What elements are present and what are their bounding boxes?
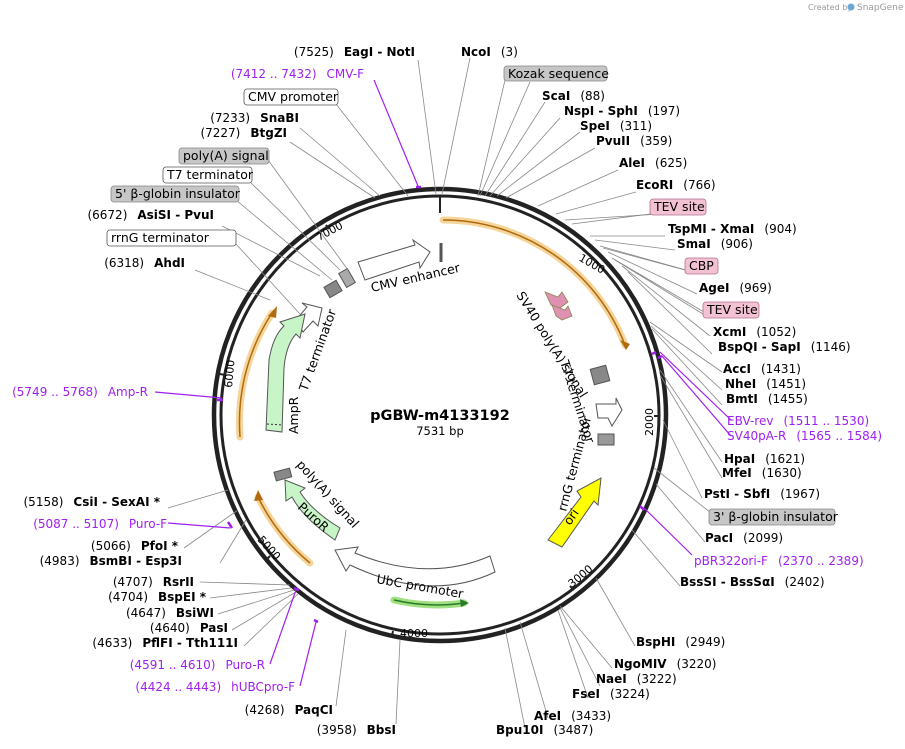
leader-lines-left [167, 59, 437, 725]
box-kozak: Kozak sequence [503, 65, 609, 82]
feature-ampr [265, 313, 306, 433]
box-rrng-term-text: rrnG terminator [111, 230, 210, 245]
orf-arcs [235, 216, 630, 609]
site-label: HpaI(1621) [724, 452, 805, 466]
primer-ebv-rev: EBV-rev(1511 .. 1530) [727, 414, 869, 428]
site-label: (5158)CsiI - SexAI * [24, 495, 161, 509]
site-label: Bpu10I(3487) [496, 723, 593, 737]
feature-cmv-enhancer [357, 238, 431, 281]
site-label: AccI(1431) [723, 362, 801, 376]
site-label: NheI(1451) [725, 377, 806, 391]
site-label: SmaI(906) [677, 237, 753, 251]
box-cmv-promoter: CMV promoter [243, 88, 339, 106]
box-tev1-text: TEV site [653, 199, 705, 214]
label-ampr: AmpR [286, 396, 301, 434]
site-label: BssSI - BssSαI(2402) [680, 575, 825, 589]
box-tev2-text: TEV site [706, 302, 758, 317]
box-polya-signal-text: poly(A) signal [183, 148, 269, 163]
primer-hubcpro-f: (4424 .. 4443)hUBCpro-F [135, 680, 295, 694]
created-by-text: Created by [808, 3, 852, 12]
site-label: (4704)BspEI * [108, 590, 207, 604]
tick-4000: 4000 [400, 627, 428, 640]
site-label: (4647)BsiWI [126, 606, 214, 620]
feature-right-terminators [589, 364, 623, 446]
primer-amp-r: (5749 .. 5768)Amp-R [12, 385, 148, 399]
plasmid-name: pGBW-m4133192 [370, 408, 510, 424]
site-label: NgoMIV(3220) [614, 657, 716, 671]
site-label: (4633)PflFI - Tth111I [92, 636, 238, 650]
site-label: (6318)AhdI [104, 256, 185, 270]
snapgene-logo: SnapGene [847, 3, 904, 13]
box-t7-term-text: T7 terminator [166, 167, 254, 182]
site-label: (6672)AsiSI - PvuI [87, 208, 214, 222]
box-tev2: TEV site [702, 301, 760, 319]
site-label: (7525)EagI - NotI [294, 45, 415, 59]
site-label: SpeI(311) [580, 119, 652, 133]
site-label: NaeI(3222) [596, 672, 677, 686]
feature-puror [273, 467, 341, 541]
right-sites: NcoI(3) ScaI(88) NspI - SphI(197) SpeI(3… [461, 45, 851, 737]
site-label: (4707)RsrII [113, 575, 194, 589]
box-t7-term: T7 terminator [162, 166, 254, 184]
box-rrng-term: rrnG terminator [106, 229, 237, 247]
site-label: (4640)PasI [150, 621, 228, 635]
site-label: AgeI(969) [699, 281, 772, 295]
primer-leaders [154, 79, 732, 687]
primer-ticks [217, 185, 663, 624]
leader-lines-right [441, 57, 723, 729]
box-globin3-text: 3' β-globin insulator [713, 509, 839, 524]
site-label: BmtI(1455) [726, 392, 808, 406]
box-globin3: 3' β-globin insulator [708, 508, 839, 526]
site-label: (4268)PaqCI [245, 703, 333, 717]
box-cmv-promoter-text: CMV promoter [248, 89, 339, 104]
feature-ubc-promoter [334, 546, 496, 587]
site-label: PacI(2099) [705, 531, 783, 545]
site-label: ScaI(88) [542, 89, 605, 103]
site-label: NspI - SphI(197) [564, 104, 680, 118]
primer-cmv-f: (7412 .. 7432)CMV-F [231, 67, 364, 81]
site-label: EcoRI(766) [636, 178, 716, 192]
site-label: (7227)BtgZI [200, 126, 287, 140]
tick-6000: 6000 [222, 359, 237, 388]
feature-sv40-polya [544, 291, 573, 321]
site-label: (7233)SnaBI [210, 111, 299, 125]
site-label: MfeI(1630) [722, 466, 802, 480]
site-label: AfeI(3433) [534, 709, 611, 723]
leader-lines-boxes [235, 79, 721, 521]
primer-pbr322ori-f: pBR322ori-F(2370 .. 2389) [694, 554, 864, 568]
box-globin5-text: 5' β-globin insulator [115, 186, 241, 201]
left-sites: (7525)EagI - NotI (7233)SnaBI (7227)BtgZ… [24, 45, 416, 737]
primer-labels: (7412 .. 7432)CMV-F EBV-rev(1511 .. 1530… [12, 67, 882, 694]
box-kozak-text: Kozak sequence [508, 66, 609, 81]
box-globin5: 5' β-globin insulator [110, 185, 241, 203]
primer-puro-r: (4591 .. 4610)Puro-R [130, 658, 265, 672]
site-label: TspMI - XmaI(904) [668, 222, 797, 236]
site-label: (5066)PfoI * [91, 539, 179, 553]
site-label: NcoI(3) [461, 45, 518, 59]
site-label: (4983)BsmBI - Esp3I [40, 554, 182, 568]
primer-puro-f: (5087 .. 5107)Puro-F [33, 517, 167, 531]
box-cbp: CBP [684, 257, 719, 275]
site-label: FseI(3224) [572, 687, 650, 701]
primer-sv40pa-r: SV40pA-R(1565 .. 1584) [727, 429, 882, 443]
site-label: (3958)BbsI [317, 723, 396, 737]
box-cbp-text: CBP [689, 258, 714, 273]
plasmid-length: 7531 bp [416, 424, 464, 438]
snapgene-brand-text: SnapGene [857, 3, 904, 13]
site-label: PvuII(359) [596, 134, 672, 148]
site-label: BspHI(2949) [636, 635, 725, 649]
box-polya-signal: poly(A) signal [178, 147, 270, 165]
site-label: XcmI(1052) [713, 325, 796, 339]
site-label: PstI - SbfI(1967) [704, 487, 820, 501]
site-label: BspQI - SapI(1146) [718, 340, 851, 354]
feature-cmv-promoter-block [323, 267, 357, 299]
tick-2000: 2000 [643, 408, 656, 436]
feature-ori [547, 477, 602, 548]
box-tev1: TEV site [649, 198, 707, 216]
site-label: AleI(625) [619, 156, 687, 170]
